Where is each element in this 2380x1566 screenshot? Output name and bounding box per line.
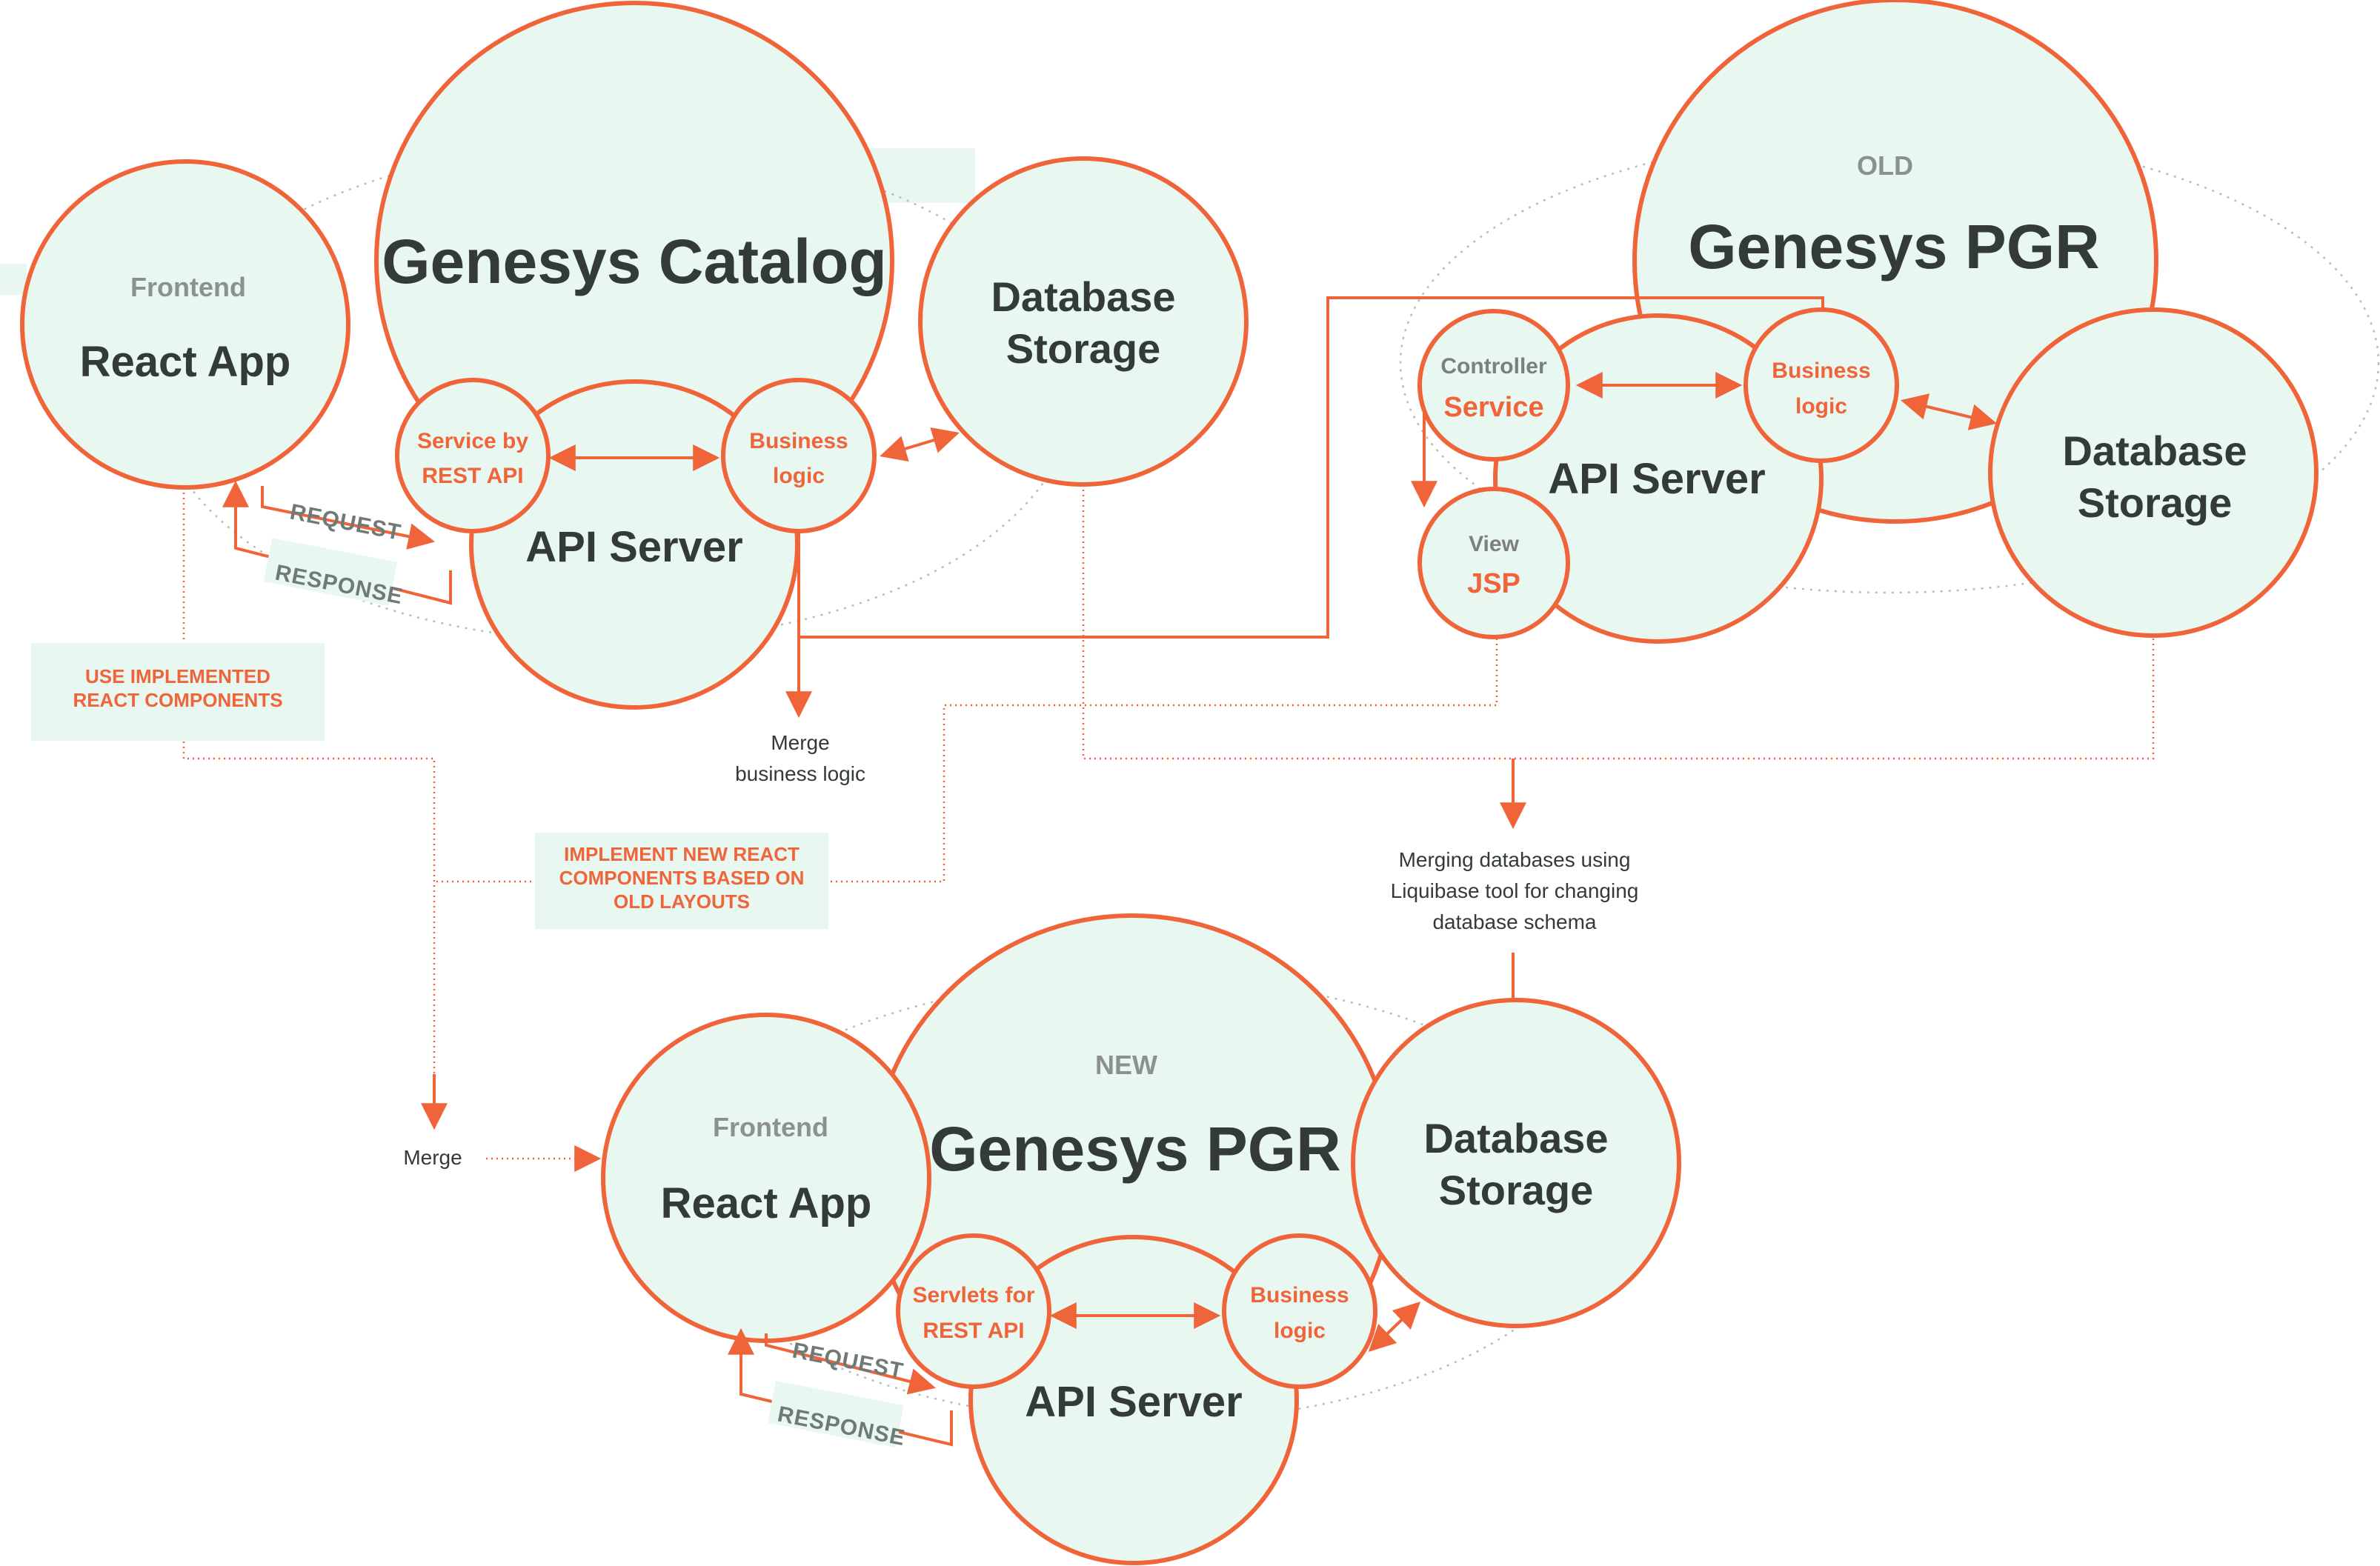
use-components-box (31, 643, 325, 741)
old-db-line2: Storage (2078, 479, 2233, 526)
catalog-request-label: REQUEST (288, 499, 404, 544)
catalog-database-circle (918, 156, 1249, 487)
new-frontend-label: Frontend (713, 1112, 828, 1142)
old-orbit (1399, 132, 2380, 594)
new-db-line1: Database (1423, 1115, 1608, 1162)
implement-box (535, 833, 828, 929)
use-components-dotted (182, 487, 436, 1117)
catalog-react-app-circle (20, 159, 350, 490)
new-pgr-group: NEW Genesys PGR Frontend React App API S… (601, 913, 1681, 1565)
old-controller-value: Service (1443, 392, 1543, 423)
catalog-business-line2: logic (773, 464, 825, 488)
catalog-db-line1: Database (991, 273, 1175, 320)
catalog-group: Genesys Catalog Frontend React App API S… (20, 1, 1249, 710)
catalog-business-circle (721, 378, 877, 533)
catalog-service-line2: REST API (422, 464, 523, 488)
merge-db-line3: database schema (1432, 910, 1596, 933)
catalog-service-circle (395, 378, 551, 533)
new-request-arrow (765, 1333, 936, 1395)
old-tag: OLD (1857, 150, 1913, 181)
catalog-service-line1: Service by (417, 429, 528, 453)
new-business-line1: Business (1250, 1283, 1349, 1307)
old-db-line1: Database (2062, 427, 2247, 474)
implement-line3: OLD LAYOUTS (614, 890, 750, 913)
new-business-line2: logic (1274, 1319, 1326, 1343)
new-request-label: REQUEST (791, 1338, 906, 1383)
use-components-line2: REACT COMPONENTS (73, 689, 282, 711)
catalog-business-line1: Business (749, 429, 848, 453)
new-db-line2: Storage (1439, 1167, 1594, 1213)
new-response-box (768, 1380, 904, 1448)
old-database-circle (1988, 307, 2318, 638)
old-controller-label: Controller (1440, 354, 1547, 379)
old-title: Genesys PGR (1688, 212, 2100, 281)
catalog-api-server-label: API Server (525, 523, 742, 571)
old-pgr-group: OLD Genesys PGR API Server Controller Se… (1411, 0, 2318, 644)
merge-db-dotted (1082, 484, 2155, 760)
catalog-db-line2: Storage (1006, 325, 1161, 372)
new-api-server-label: API Server (1025, 1378, 1242, 1426)
merge-label: Merge (403, 1146, 462, 1169)
new-tag: NEW (1095, 1050, 1157, 1080)
decor-box-left (0, 264, 27, 295)
new-servlets-circle (896, 1233, 1051, 1389)
old-business-line2: logic (1795, 394, 1847, 419)
new-servlets-line1: Servlets for (912, 1283, 1034, 1307)
old-view-label: View (1469, 532, 1519, 556)
new-servlets-line2: REST API (923, 1319, 1024, 1343)
new-react-app-circle (601, 1013, 931, 1343)
implement-line2: COMPONENTS BASED ON (559, 867, 805, 889)
old-controller-circle (1417, 309, 1570, 462)
new-business-db-arrow (1368, 1301, 1421, 1353)
catalog-response-box (263, 538, 398, 606)
merge-logic-line1: Merge (771, 731, 829, 754)
merge-db-line2: Liquibase tool for changing (1391, 879, 1639, 902)
implement-line1: IMPLEMENT NEW REACT (564, 843, 800, 865)
catalog-request-arrow (261, 486, 436, 550)
merge-logic-line2: business logic (735, 762, 865, 785)
catalog-frontend-label: Frontend (130, 272, 246, 302)
catalog-title: Genesys Catalog (382, 227, 887, 296)
use-components-line1: USE IMPLEMENTED (85, 665, 270, 687)
old-business-circle (1744, 307, 1899, 463)
new-database-circle (1351, 998, 1681, 1328)
new-title: Genesys PGR (929, 1114, 1341, 1184)
old-api-server-label: API Server (1548, 455, 1765, 503)
merge-db-line1: Merging databases using (1399, 848, 1631, 871)
new-react-app-label: React App (661, 1179, 872, 1227)
merge-business-connector (797, 296, 1824, 639)
catalog-business-db-arrow (880, 427, 960, 462)
catalog-react-app-label: React App (80, 338, 291, 386)
old-business-line1: Business (1772, 359, 1870, 383)
old-business-db-arrow (1901, 393, 1997, 430)
old-view-value: JSP (1467, 568, 1520, 599)
old-view-circle (1417, 487, 1570, 639)
new-business-circle (1222, 1233, 1377, 1389)
